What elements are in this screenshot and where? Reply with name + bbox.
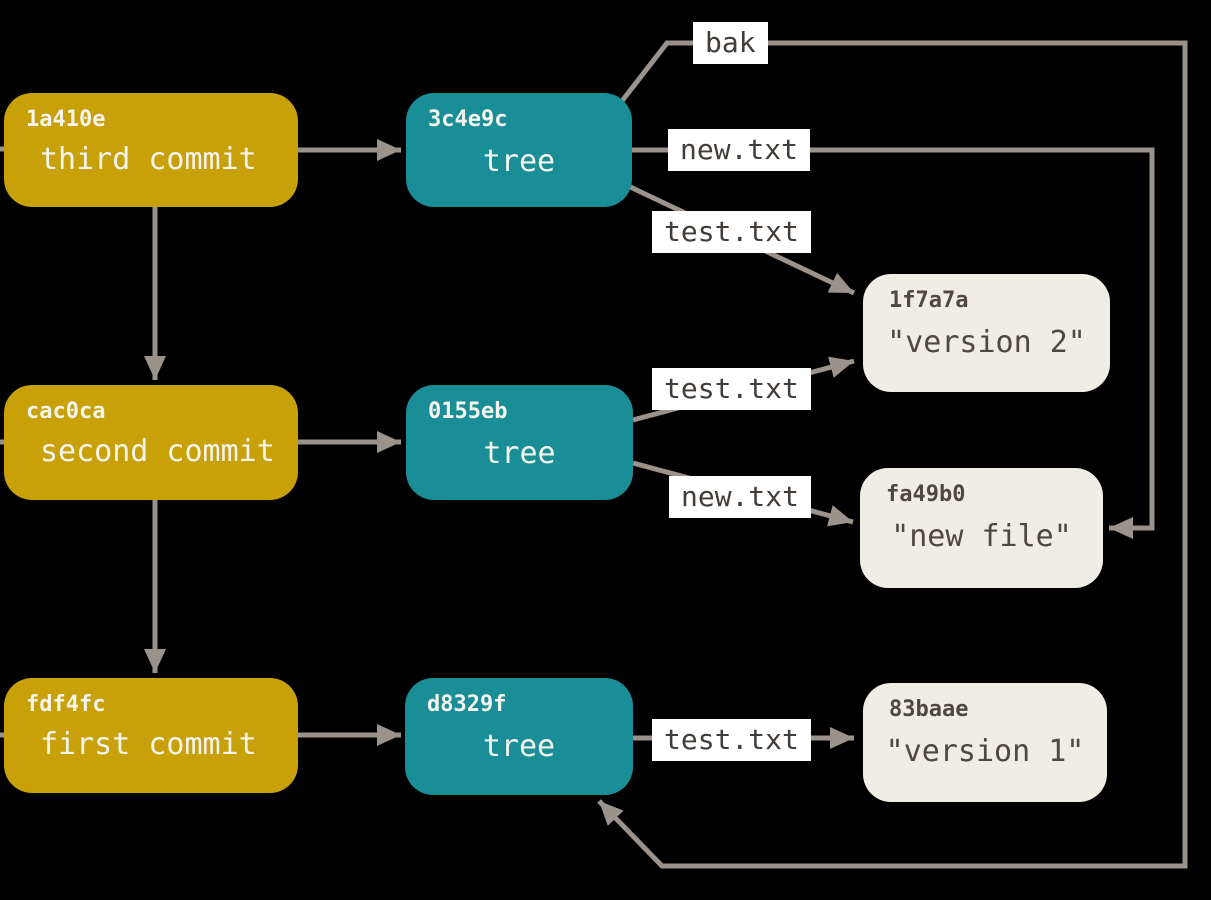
edge-label-newtxt-row2: new.txt — [669, 476, 812, 518]
commit-label: third commit — [40, 142, 257, 177]
blob-hash: fa49b0 — [886, 482, 966, 507]
commit-label: second commit — [40, 434, 275, 469]
blob-box-version1: 83baae "version 1" — [863, 683, 1107, 802]
edge-label-bak: bak — [693, 22, 768, 64]
tree-label: tree — [483, 436, 556, 471]
edge-label-testtxt-row1: test.txt — [652, 211, 811, 253]
tree-hash: 0155eb — [428, 399, 508, 424]
commit-hash: cac0ca — [26, 399, 106, 424]
arrow-bak-to-tree3 — [597, 40, 1188, 869]
blob-box-version2: 1f7a7a "version 2" — [863, 274, 1110, 392]
blob-label: "version 1" — [885, 734, 1085, 769]
tree-label: tree — [482, 144, 556, 179]
edge-label-newtxt-row1: new.txt — [668, 129, 811, 171]
tree-box-0155eb: 0155eb tree — [406, 385, 633, 500]
blob-label: "version 2" — [887, 325, 1086, 360]
blob-box-newfile: fa49b0 "new file" — [860, 468, 1103, 588]
tree-box-3c4e9c: 3c4e9c tree — [406, 93, 632, 207]
tree-label: tree — [482, 729, 556, 764]
blob-label: "new file" — [891, 519, 1072, 554]
edge-label-testtxt-row3: test.txt — [652, 719, 811, 761]
arrow-tree1-newtxt-to-blob2 — [632, 147, 1155, 539]
edge-label-testtxt-row2: test.txt — [652, 368, 811, 410]
commit-label: first commit — [40, 727, 257, 762]
commit-hash: 1a410e — [26, 107, 106, 132]
tree-hash: d8329f — [427, 692, 507, 717]
blob-hash: 1f7a7a — [889, 288, 969, 313]
commit-hash: fdf4fc — [26, 692, 106, 717]
tree-hash: 3c4e9c — [428, 107, 508, 132]
commit-box-second: cac0ca second commit — [4, 385, 298, 500]
commit-box-third: 1a410e third commit — [4, 93, 298, 207]
commit-box-first: fdf4fc first commit — [4, 678, 298, 793]
blob-hash: 83baae — [889, 697, 969, 722]
tree-box-d8329f: d8329f tree — [405, 678, 633, 795]
